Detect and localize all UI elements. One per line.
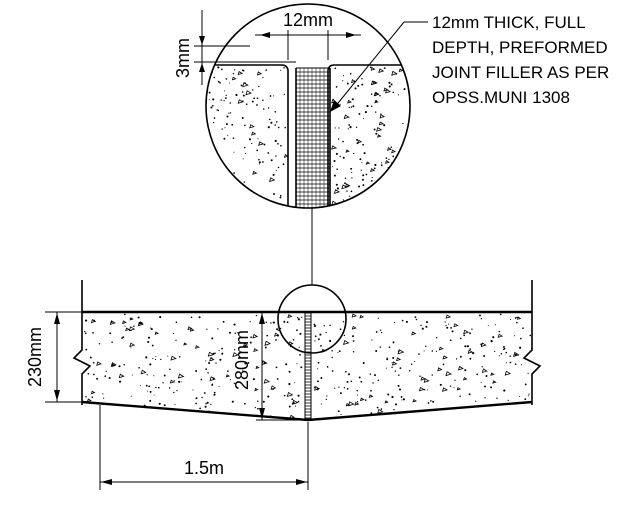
joint-filler-hatch — [296, 68, 330, 208]
detail-circle — [205, 3, 411, 209]
note-line-1: 12mm THICK, FULL — [432, 13, 586, 32]
joint-width-label: 12mm — [283, 10, 333, 30]
note-line-4: OPSS.MUNI 1308 — [432, 88, 570, 107]
slab-thickness-dimension: 230mm — [25, 311, 82, 403]
half-span-label: 1.5m — [184, 458, 224, 478]
note-line-3: JOINT FILLER AS PER — [432, 63, 609, 82]
slab-thickness-label: 230mm — [25, 327, 45, 387]
joint-filler-note: 12mm THICK, FULL DEPTH, PREFORMED JOINT … — [432, 13, 609, 107]
slab-joint-hatch — [305, 315, 311, 419]
slab-joint-filler — [304, 312, 312, 420]
recess-depth-dimension: 3mm — [173, 10, 296, 85]
slab-section — [72, 280, 542, 422]
half-span-dimension: 1.5m — [99, 405, 309, 490]
slab-callout-circle — [277, 284, 347, 354]
note-line-2: DEPTH, PREFORMED — [432, 38, 608, 57]
joint-depth-label: 280mm — [232, 330, 252, 390]
joint-width-dimension: 12mm — [255, 10, 361, 60]
joint-depth-dimension: 280mm — [232, 312, 305, 421]
detail-circle-outline — [205, 3, 411, 209]
note-leader — [330, 21, 428, 112]
recess-depth-label: 3mm — [173, 38, 193, 78]
